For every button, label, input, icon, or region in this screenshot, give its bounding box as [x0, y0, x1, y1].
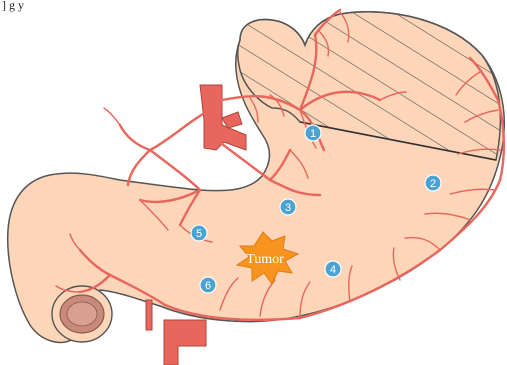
tumor-label: Tumor — [246, 252, 284, 267]
lymph-node-3-label: 3 — [285, 202, 291, 214]
lymph-node-1-label: 1 — [310, 128, 316, 140]
lymph-node-4: 4 — [325, 261, 341, 277]
lymph-node-1: 1 — [305, 125, 321, 141]
duodenum-mucosa — [67, 302, 97, 326]
lymph-node-6-label: 6 — [205, 280, 211, 292]
lymph-node-2-label: 2 — [430, 178, 436, 190]
top-text-fragment: ] g y — [2, 0, 24, 12]
lymph-node-2: 2 — [425, 175, 441, 191]
splenic-artery-stump — [222, 112, 242, 128]
lymph-node-5: 5 — [191, 225, 207, 241]
gastroduodenal-artery — [164, 320, 206, 365]
lymph-node-4-label: 4 — [330, 264, 336, 276]
lymph-node-3: 3 — [280, 199, 296, 215]
lymph-node-6: 6 — [200, 277, 216, 293]
lymph-node-5-label: 5 — [196, 228, 202, 240]
pyloric-artery-base — [146, 300, 152, 330]
